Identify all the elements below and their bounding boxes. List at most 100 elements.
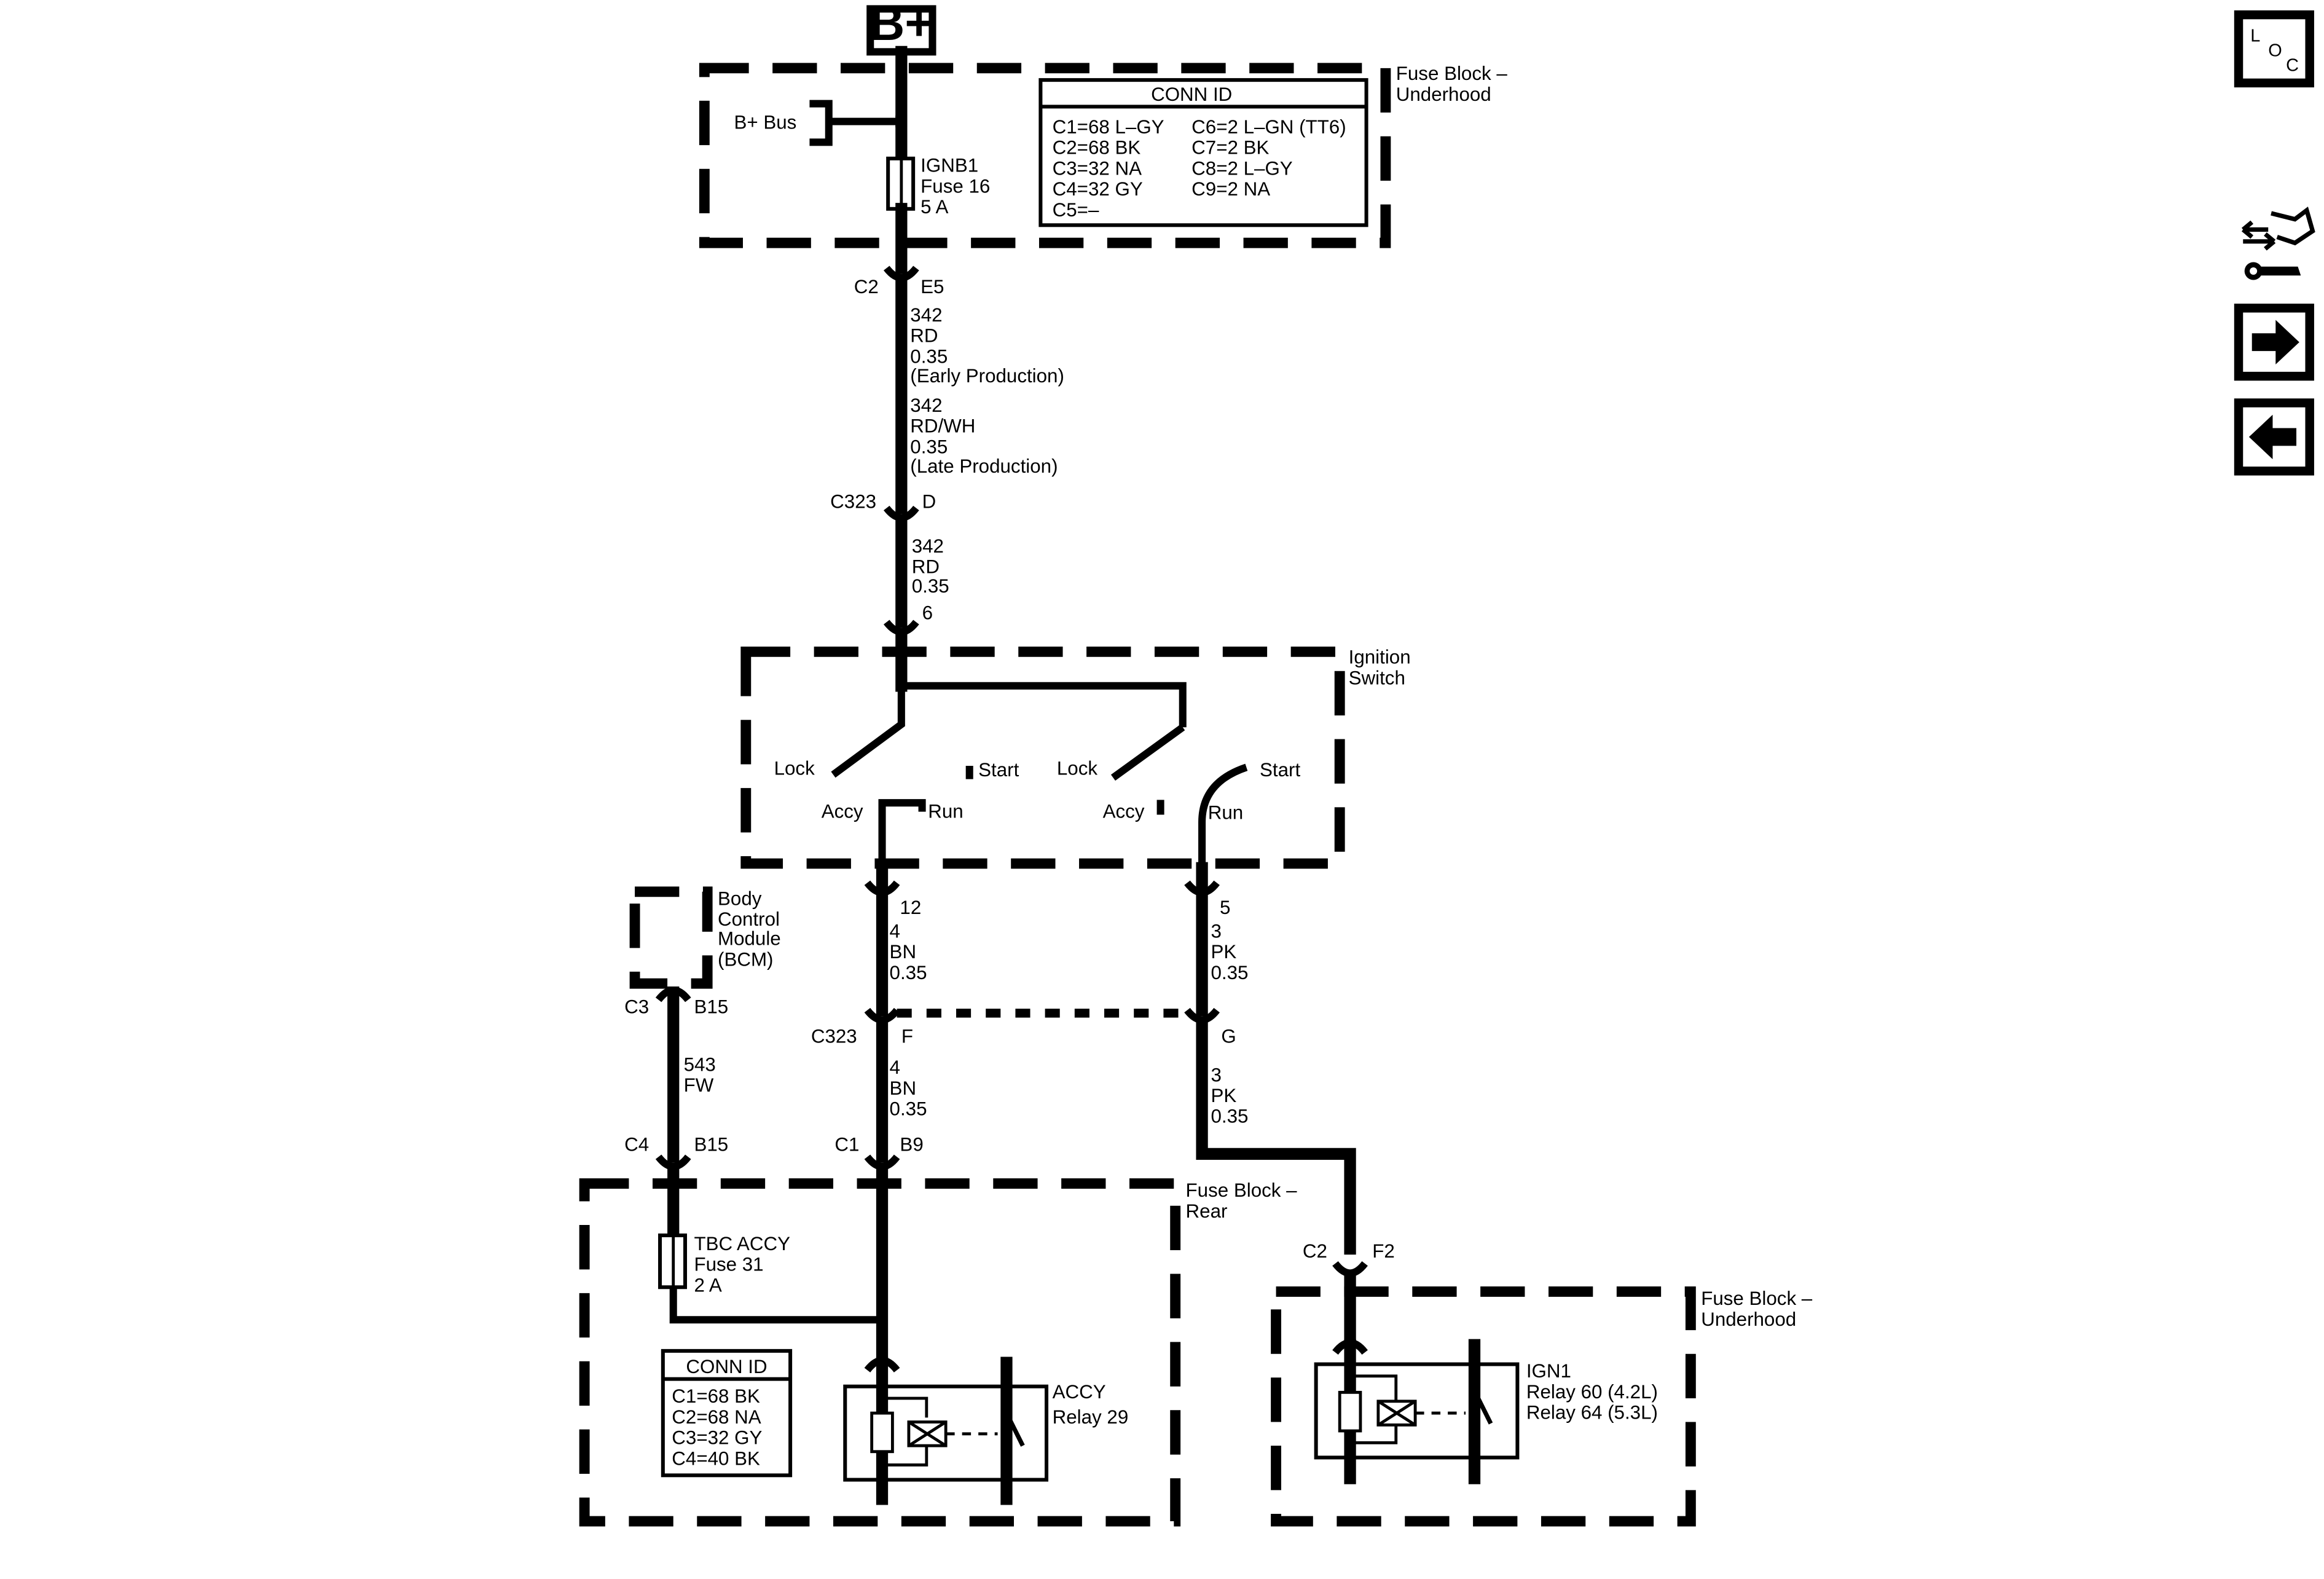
ignition-common-bus bbox=[901, 682, 1187, 728]
conn-id-title-rear: CONN ID bbox=[686, 1356, 767, 1377]
wire-pk-lower-2: PK bbox=[1211, 1085, 1237, 1106]
conn-id-top-c7: C7=2 BK bbox=[1191, 137, 1269, 159]
connector-c2-e5-symbol bbox=[883, 266, 919, 282]
connector-c3-b15-label: B15 bbox=[694, 996, 728, 1017]
connector-wrench-icon[interactable] bbox=[2241, 207, 2315, 280]
relay-ign1-diode bbox=[1338, 1390, 1362, 1433]
wire-342-early-2: RD bbox=[910, 325, 938, 347]
wire-342-early-3: 0.35 bbox=[910, 345, 948, 367]
b-plus-label: B+ bbox=[870, 0, 933, 50]
fuse-block-rear-title-2: Rear bbox=[1186, 1200, 1228, 1222]
fuse-31-label-2: Fuse 31 bbox=[694, 1254, 763, 1275]
connector-c323-d-symbol bbox=[883, 505, 919, 522]
wire-fuse-31-to-relay bbox=[669, 1287, 882, 1324]
ignition-right-switch-blade bbox=[1110, 724, 1185, 781]
ignition-pin-5-symbol bbox=[1184, 880, 1220, 896]
wire-543-1: 543 bbox=[684, 1053, 716, 1075]
wire-342-late-4: (Late Production) bbox=[910, 455, 1058, 477]
wire-bn-lower-2: BN bbox=[890, 1077, 917, 1099]
connector-c323-f-symbol bbox=[864, 1007, 900, 1024]
ignition-left-accy-run-contact bbox=[878, 799, 926, 868]
relay-29-contact bbox=[1004, 1412, 1025, 1447]
wire-pk-lower bbox=[1196, 1020, 1356, 1255]
conn-id-rear-c3: C3=32 GY bbox=[672, 1427, 762, 1449]
conn-id-top-c3: C3=32 NA bbox=[1053, 157, 1142, 179]
relay-ign1-label-3: Relay 64 (5.3L) bbox=[1526, 1402, 1658, 1423]
ignition-switch-outline bbox=[740, 646, 1345, 869]
wire-pk-upper-3: 0.35 bbox=[1211, 962, 1249, 983]
loc-letter-o: O bbox=[2268, 41, 2282, 61]
relay-29-label-1: ACCY bbox=[1053, 1381, 1106, 1403]
arrow-right-button[interactable] bbox=[2234, 304, 2314, 381]
relay-ign1-label-2: Relay 60 (4.2L) bbox=[1526, 1381, 1658, 1403]
wire-bn-lower-3: 0.35 bbox=[890, 1098, 927, 1120]
conn-id-rear-c4: C4=40 BK bbox=[672, 1447, 760, 1469]
loc-letter-l: L bbox=[2250, 26, 2260, 45]
wire-342-late-1: 342 bbox=[910, 395, 942, 416]
connector-c2-label: C2 bbox=[854, 276, 879, 297]
connector-c2-f2-symbol bbox=[1332, 1261, 1368, 1277]
connector-g-label: G bbox=[1221, 1026, 1236, 1047]
connector-f-label: F bbox=[901, 1026, 913, 1047]
relay-ign1-label-1: IGN1 bbox=[1526, 1360, 1571, 1382]
connector-c3-label: C3 bbox=[624, 996, 649, 1017]
wire-pk-upper-1: 3 bbox=[1211, 920, 1222, 942]
ignition-right-run-start-contact bbox=[1198, 763, 1248, 868]
wire-pk-lower-1: 3 bbox=[1211, 1064, 1222, 1085]
ignition-pin-12-label: 12 bbox=[900, 897, 921, 918]
fuse-16-label-1: IGNB1 bbox=[921, 155, 978, 176]
ignition-left-lock-label: Lock bbox=[774, 757, 815, 779]
conn-id-rear-c1: C1=68 BK bbox=[672, 1385, 760, 1407]
fuse-block-underhood-2-title-2: Underhood bbox=[1701, 1309, 1796, 1330]
relay-29-label-2: Relay 29 bbox=[1053, 1406, 1129, 1428]
bcm-outline bbox=[629, 886, 713, 989]
connector-d-label: D bbox=[922, 491, 936, 513]
conn-id-table-rear bbox=[661, 1349, 793, 1478]
fuse-16-label-2: Fuse 16 bbox=[921, 175, 990, 197]
connector-c1-b9-symbol bbox=[864, 1154, 900, 1170]
wire-342-lower-3: 0.35 bbox=[912, 575, 949, 597]
loc-button[interactable]: L O C bbox=[2234, 10, 2314, 88]
b-plus-bus-bracket bbox=[809, 100, 833, 146]
connector-c1-label: C1 bbox=[834, 1134, 859, 1156]
conn-id-top-c4: C4=32 GY bbox=[1053, 178, 1143, 200]
connector-f2-label: F2 bbox=[1372, 1240, 1395, 1262]
bcm-label-4: (BCM) bbox=[718, 948, 773, 970]
bcm-label-1: Body bbox=[718, 888, 762, 909]
ignition-right-run-label: Run bbox=[1208, 802, 1243, 824]
fuse-block-underhood-2-title-1: Fuse Block – bbox=[1701, 1288, 1813, 1309]
bcm-label-2: Control bbox=[718, 908, 780, 930]
connector-c323-label-bottom: C323 bbox=[811, 1026, 857, 1047]
conn-id-rear-c2: C2=68 NA bbox=[672, 1406, 761, 1428]
connector-b9-label: B9 bbox=[900, 1134, 923, 1156]
ignition-pin-6-symbol bbox=[883, 620, 919, 636]
bcm-label-3: Module bbox=[718, 928, 781, 950]
conn-id-top-c6: C6=2 L–GN (TT6) bbox=[1191, 116, 1346, 138]
connector-c4-b15-label: B15 bbox=[694, 1134, 728, 1156]
ignition-right-accy-label: Accy bbox=[1103, 800, 1145, 822]
connector-c4-b15-symbol bbox=[655, 1154, 691, 1170]
connector-c4-label: C4 bbox=[624, 1134, 649, 1156]
relay-29-body bbox=[843, 1384, 1049, 1482]
relay-ign1-contact bbox=[1472, 1390, 1493, 1425]
relay-29-diode bbox=[870, 1411, 894, 1454]
ignition-left-switch-blade bbox=[831, 685, 905, 778]
ignition-switch-title-1: Ignition bbox=[1349, 647, 1411, 668]
conn-id-table-top bbox=[1038, 78, 1368, 227]
connector-c323-label-top: C323 bbox=[830, 491, 876, 513]
relay-ign1-body bbox=[1314, 1362, 1520, 1460]
fuse-31-label-3: 2 A bbox=[694, 1274, 721, 1296]
connector-g-symbol bbox=[1184, 1007, 1220, 1024]
arrow-left-button[interactable] bbox=[2234, 398, 2314, 476]
ignition-right-lock-label: Lock bbox=[1057, 757, 1097, 779]
wire-543-2: FW bbox=[684, 1074, 714, 1096]
conn-id-top-c5: C5=– bbox=[1053, 199, 1099, 221]
fuse-16-label-3: 5 A bbox=[921, 196, 948, 218]
conn-id-top-c1: C1=68 L–GY bbox=[1053, 116, 1164, 138]
connector-e5-label: E5 bbox=[921, 276, 944, 297]
ignition-pin-12-symbol bbox=[864, 880, 900, 896]
b-plus-bus-label: B+ Bus bbox=[734, 112, 797, 133]
wire-pk-upper-2: PK bbox=[1211, 941, 1237, 963]
arrow-right-icon bbox=[2251, 320, 2299, 364]
